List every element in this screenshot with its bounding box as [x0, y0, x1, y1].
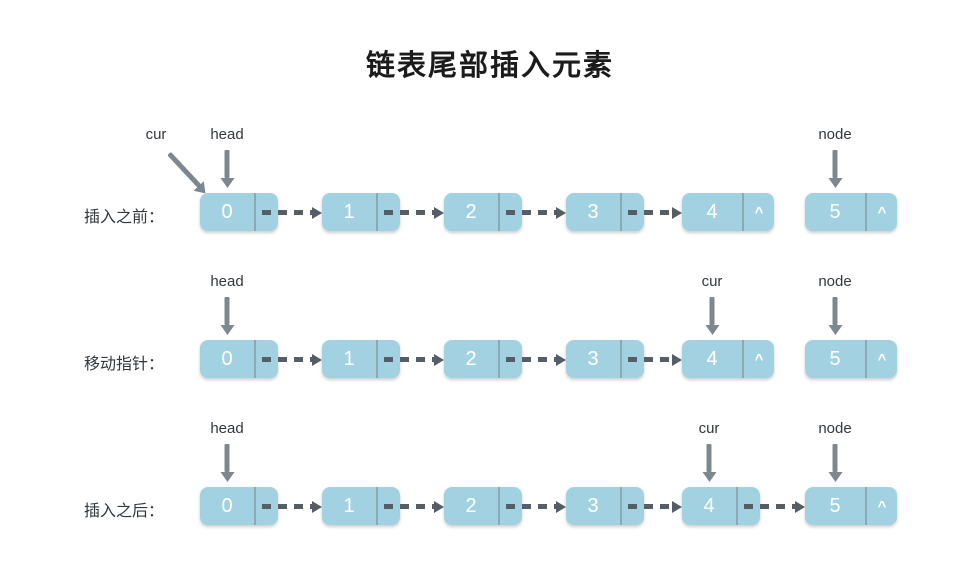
diagram-title: 链表尾部插入元素: [365, 50, 614, 82]
node-value: 1: [343, 494, 355, 517]
next-arrow-icon: [262, 504, 322, 509]
row-label: 插入之前：: [84, 209, 165, 226]
node-value: 2: [465, 200, 477, 223]
next-arrow-icon: [384, 210, 444, 215]
node-value: 0: [221, 347, 233, 370]
list-node: 4 ^: [682, 340, 774, 378]
next-arrow-icon: [262, 210, 322, 215]
node-value: 5: [829, 347, 841, 370]
node-next-pointer: ^: [877, 350, 887, 368]
cur-pointer-label: cur: [701, 273, 723, 290]
node-value: 3: [587, 494, 599, 517]
node-value: 0: [221, 494, 233, 517]
node-value: 4: [703, 494, 715, 517]
next-arrow-icon: [384, 504, 444, 509]
node-next-pointer: ^: [877, 497, 887, 515]
cur-arrow-icon: [709, 297, 715, 325]
row-label: 移动指针：: [84, 356, 165, 373]
node-divider: [376, 193, 378, 231]
node-divider: [865, 340, 867, 378]
node-divider: [865, 487, 867, 525]
list-node: 4 ^: [682, 193, 774, 231]
list-node: 2: [444, 487, 522, 525]
node-value: 2: [465, 347, 477, 370]
list-node: 5 ^: [805, 340, 897, 378]
node-value: 3: [587, 347, 599, 370]
node-arrow-icon: [832, 150, 838, 178]
next-arrow-icon: [628, 357, 682, 362]
head-arrow-icon: [224, 150, 230, 178]
node-divider: [736, 487, 738, 525]
node-value: 3: [587, 200, 599, 223]
node-divider: [254, 487, 256, 525]
next-arrow-icon: [262, 357, 322, 362]
node-arrow-icon: [832, 444, 838, 472]
node-next-pointer: ^: [754, 203, 764, 221]
next-arrow-icon: [384, 357, 444, 362]
node-divider: [498, 193, 500, 231]
next-arrow-icon: [628, 504, 682, 509]
cur-pointer-label: cur: [145, 126, 167, 143]
node-next-pointer: ^: [877, 203, 887, 221]
node-pointer-label: node: [818, 126, 852, 143]
next-arrow-icon: [506, 504, 566, 509]
node-divider: [254, 340, 256, 378]
node-value: 1: [343, 200, 355, 223]
node-divider: [254, 193, 256, 231]
list-node: 5 ^: [805, 487, 897, 525]
cur-arrow-icon: [706, 444, 712, 472]
node-pointer-label: node: [818, 420, 852, 437]
head-arrow-icon: [224, 444, 230, 472]
head-pointer-label: head: [210, 126, 244, 143]
node-value: 0: [221, 200, 233, 223]
node-divider: [498, 487, 500, 525]
cur-pointer-label: cur: [698, 420, 720, 437]
next-arrow-icon: [628, 210, 682, 215]
node-divider: [620, 340, 622, 378]
node-divider: [620, 487, 622, 525]
node-divider: [376, 340, 378, 378]
next-arrow-icon: [744, 504, 805, 509]
node-value: 5: [829, 494, 841, 517]
node-divider: [376, 487, 378, 525]
head-pointer-label: head: [210, 420, 244, 437]
node-value: 4: [706, 200, 718, 223]
node-divider: [620, 193, 622, 231]
list-node: 5 ^: [805, 193, 897, 231]
node-pointer-label: node: [818, 273, 852, 290]
node-next-pointer: ^: [754, 350, 764, 368]
node-divider: [498, 340, 500, 378]
head-pointer-label: head: [210, 273, 244, 290]
node-value: 4: [706, 347, 718, 370]
next-arrow-icon: [506, 357, 566, 362]
row-label: 插入之后：: [84, 503, 165, 520]
node-arrow-icon: [832, 297, 838, 325]
node-value: 1: [343, 347, 355, 370]
node-value: 2: [465, 494, 477, 517]
head-arrow-icon: [224, 297, 230, 325]
node-divider: [742, 193, 744, 231]
node-divider: [742, 340, 744, 378]
list-node: 1: [322, 340, 400, 378]
next-arrow-icon: [506, 210, 566, 215]
node-value: 5: [829, 200, 841, 223]
node-divider: [865, 193, 867, 231]
